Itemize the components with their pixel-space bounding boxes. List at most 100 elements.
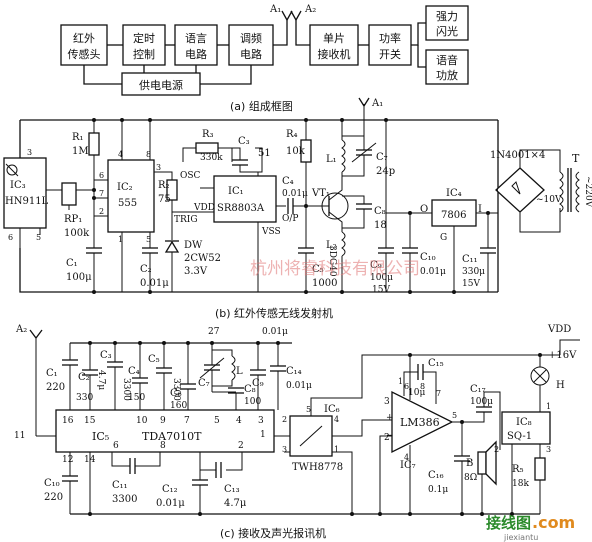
svg-text:A₁: A₁ [269,4,281,15]
svg-text:R₁: R₁ [72,132,84,143]
svg-text:IC₅: IC₅ [92,430,109,443]
svg-text:接线图: 接线图 [486,514,531,532]
svg-text:330μ: 330μ [462,267,485,277]
svg-text:R₃: R₃ [202,129,214,140]
svg-text:L₂: L₂ [326,240,337,251]
svg-text:75: 75 [158,194,171,205]
capacitor-rc10: C₁₀ 220 [44,452,78,514]
resistor-r3: R₃ 330k [182,129,233,163]
svg-text:~10V: ~10V [536,195,562,205]
svg-text:VSS: VSS [261,227,281,237]
speaker-icon: B 8Ω [464,391,501,514]
svg-text:C₁₁: C₁₁ [112,480,128,491]
svg-text:2: 2 [99,207,104,216]
svg-text:6: 6 [99,171,104,180]
capacitor-rc6: C₆ 160 [170,343,196,411]
svg-text:闪光: 闪光 [436,24,458,38]
receiver-schematic: A₂ 11 IC₅ TDA7010T 16 15 10 9 7 5 4 3 12… [14,324,580,540]
svg-text:1: 1 [334,445,339,454]
svg-text:330: 330 [76,393,93,403]
ic6-switch: IC₆ TWH8778 2 3 4 1 5 [274,354,560,514]
capacitor-c9: C₉ 100μ 15V [370,120,394,295]
svg-text:C₁₇: C₁₇ [470,384,486,395]
svg-text:220: 220 [44,492,63,503]
block-flash: 强力 闪光 [425,5,469,41]
transmitter-schematic: IC₃ HN911L 3 6 5 R₁ 1M RP₁ 100k [3,97,592,320]
svg-text:电路: 电路 [240,48,262,61]
svg-text:IC₇: IC₇ [400,460,416,471]
svg-text:10k: 10k [286,146,306,157]
svg-text:T: T [572,152,580,165]
svg-text:C₄: C₄ [128,366,140,377]
capacitor-c7: C₇ 24p [342,135,395,177]
svg-text:A₂: A₂ [304,4,316,15]
capacitor-c11: C₁₁ 330μ 15V [462,213,496,292]
svg-text:IC₂: IC₂ [117,182,133,193]
svg-text:.com: .com [532,513,575,532]
svg-text:定时: 定时 [133,31,155,45]
ic4-regulator: IC₄ 7806 O I G [386,188,498,292]
svg-text:C₉: C₉ [252,378,264,389]
svg-text:C₁₂: C₁₂ [162,484,178,495]
svg-text:5: 5 [214,416,220,426]
svg-text:DW: DW [184,240,203,251]
svg-text:HN911L: HN911L [5,196,49,207]
antenna-tx-icon: A₁ [269,4,293,22]
svg-text:调频: 调频 [240,31,262,45]
resistor-r2: R₂ 75 [154,171,178,212]
block-ir-head: 红外 传感头 [60,24,108,66]
rc5-value-label: 3300 [171,378,181,401]
watermark-text: 杭州将睿科技有限公司 [250,259,420,279]
svg-text:C₂: C₂ [140,264,152,275]
svg-text:IC₄: IC₄ [446,188,462,199]
capacitor-rc4: C₄ 150 [128,343,148,410]
svg-text:C₅: C₅ [312,264,324,275]
capacitor-c4: C₄ 0.01μ [282,176,308,214]
svg-text:100: 100 [244,397,261,407]
svg-text:C₅: C₅ [148,354,160,365]
inductor-l2: L₂ [326,231,346,292]
svg-text:C₄: C₄ [282,176,294,187]
ir-sensor-icon [6,164,18,176]
svg-text:开关: 开关 [379,47,401,61]
ic1-voice-chip: IC₁ SR8803A OSC VDD TRIG O/P VSS [172,171,298,292]
svg-text:C₁₃: C₁₃ [224,484,240,495]
block-timer: 定时 控制 [122,24,166,66]
svg-text:C₁₅: C₁₅ [428,358,444,369]
svg-text:27: 27 [208,327,220,337]
svg-text:jiexiantu: jiexiantu [503,533,538,542]
ic2-timer: IC₂ 555 4 8 3 6 7 2 1 5 [94,120,161,292]
svg-text:RP₁: RP₁ [64,214,82,225]
lamp-h-icon: H [530,355,565,391]
svg-text:C₈: C₈ [244,384,256,395]
capacitor-c1: C₁ 100μ [66,230,102,292]
svg-text:1: 1 [398,377,403,386]
svg-text:8Ω: 8Ω [464,473,477,483]
svg-text:18: 18 [374,220,387,231]
svg-text:2: 2 [238,441,244,451]
capacitor-rc15: C₁₅ 10μ [403,358,444,404]
svg-text:100k: 100k [64,228,90,239]
svg-text:9: 9 [160,416,166,426]
caption-a: (a) 组成框图 [230,99,293,113]
transmitter-junctions [92,118,490,294]
zener-dw: DW 2CW52 3.3V [164,212,221,292]
capacitor-rc2: C₂ 330 4.7μ [76,343,106,410]
svg-text:A₂: A₂ [15,324,27,335]
svg-text:150: 150 [128,393,145,403]
svg-text:接收机: 接收机 [318,47,351,61]
capacitor-rc16: C₁₆ 0.1μ [428,422,470,514]
svg-text:语言: 语言 [185,32,207,45]
svg-text:2: 2 [282,415,287,424]
svg-text:220: 220 [46,382,65,393]
svg-text:C₃: C₃ [238,136,250,147]
svg-text:3.3V: 3.3V [184,266,208,277]
svg-text:7806: 7806 [441,210,466,221]
svg-text:18k: 18k [512,479,529,489]
svg-text:2: 2 [494,445,499,454]
caption-c: (c) 接收及声光报讯机 [220,526,326,540]
svg-text:TRIG: TRIG [174,215,198,225]
svg-text:C₁₆: C₁₆ [428,470,444,481]
svg-text:功率: 功率 [379,31,401,45]
